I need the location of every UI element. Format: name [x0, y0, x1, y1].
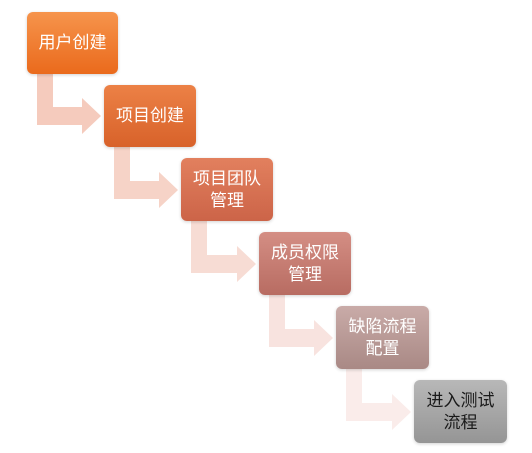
- step-box-project-team-management: 项目团队 管理: [181, 158, 273, 221]
- step-label-line: 配置: [365, 338, 400, 359]
- step-label-line: 进入测试: [426, 390, 495, 411]
- step-label-line: 缺陷流程: [348, 316, 417, 337]
- step-box-member-permission-management: 成员权限 管理: [259, 232, 351, 295]
- step-label-line: 成员权限: [271, 242, 339, 263]
- connector-arrow-1: [37, 70, 101, 134]
- connector-arrow-4: [269, 291, 333, 356]
- connector-arrow-3: [191, 217, 256, 282]
- step-label-line: 流程: [443, 412, 478, 433]
- step-box-user-creation: 用户创建: [27, 12, 118, 74]
- step-box-enter-test-workflow: 进入测试 流程: [414, 380, 507, 443]
- step-box-project-creation: 项目创建: [104, 85, 196, 147]
- step-label-line: 管理: [288, 264, 322, 285]
- step-label-line: 管理: [210, 190, 244, 211]
- step-box-defect-workflow-config: 缺陷流程 配置: [336, 306, 429, 369]
- step-label-line: 项目团队: [193, 168, 261, 189]
- connector-arrow-5: [346, 365, 411, 430]
- step-label-line: 用户创建: [38, 33, 107, 53]
- step-label-line: 项目创建: [116, 106, 184, 126]
- connector-arrow-2: [114, 143, 178, 208]
